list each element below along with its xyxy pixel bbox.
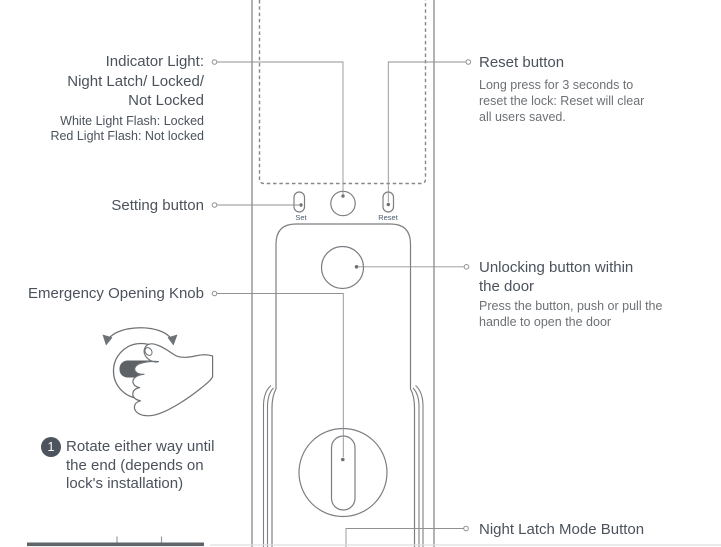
indicator-title-line2: Night Latch/ Locked/ [67, 72, 204, 90]
night-latch-title: Night Latch Mode Button [479, 520, 645, 538]
indicator-title-line3: Not Locked [128, 92, 204, 109]
emergency-title: Emergency Opening Knob [28, 285, 204, 302]
set-small-label: Set [295, 212, 307, 222]
rotate-line1: Rotate either way until [66, 438, 215, 455]
indicator-sub-line1: White Light Flash: Locked [60, 113, 204, 128]
reset-sub-line3: all users saved. [479, 109, 566, 124]
indicator-light-label: Indicator Light: Night Latch/ Locked/ No… [50, 52, 204, 145]
rotate-line2: the end (depends on [66, 456, 204, 474]
unlocking-sub-line2: handle to open the door [479, 314, 612, 329]
reset-title: Reset button [479, 53, 565, 71]
set-button-shape [293, 191, 306, 213]
inner-panel-outline [271, 223, 416, 547]
unlock-button-shape [320, 245, 365, 290]
top-cover-dashed-outline [258, 0, 427, 185]
unlocking-button-label: Unlocking button within the door Press t… [479, 258, 662, 330]
setting-title: Setting button [111, 197, 204, 214]
night-latch-label: Night Latch Mode Button [479, 520, 644, 540]
reset-sub-line1: Long press for 3 seconds to [479, 77, 634, 92]
emergency-knob-label: Emergency Opening Knob [28, 284, 204, 304]
indicator-title-line1: Indicator Light: [105, 53, 204, 70]
leader-line-emergency [217, 293, 344, 457]
unlocking-title-line2: the door [479, 278, 535, 295]
rotate-step-text: Rotate either way until the end (depends… [66, 438, 214, 494]
step-number-badge: 1 [41, 437, 61, 457]
leader-line-indicator [217, 61, 344, 194]
leader-line-reset [387, 61, 466, 202]
unlocking-sub-line1: Press the button, push or pull the [479, 299, 663, 313]
bottom-partial-figure [27, 536, 721, 547]
hand-on-knob-illustration [112, 342, 214, 417]
handle-groove-lines [262, 385, 424, 547]
indicator-sub-line2: Red Light Flash: Not locked [50, 129, 204, 143]
leader-anchor-dots [299, 194, 390, 462]
unlocking-title-line1: Unlocking button within [479, 259, 634, 276]
setting-button-label: Setting button [111, 196, 204, 216]
rotate-line3: lock's installation) [66, 475, 184, 493]
lock-body-outline [251, 0, 435, 547]
rotation-arrow-icon [102, 327, 178, 346]
reset-small-label: Reset [378, 212, 398, 222]
leader-line-nightlatch [345, 528, 464, 547]
thumb-nail [144, 347, 153, 356]
leader-endpoint-circles [211, 59, 472, 532]
reset-sub-line2: reset the lock: Reset will clear [479, 93, 645, 108]
hand-outline [132, 343, 214, 417]
reset-button-label: Reset button Long press for 3 seconds to… [479, 53, 644, 125]
